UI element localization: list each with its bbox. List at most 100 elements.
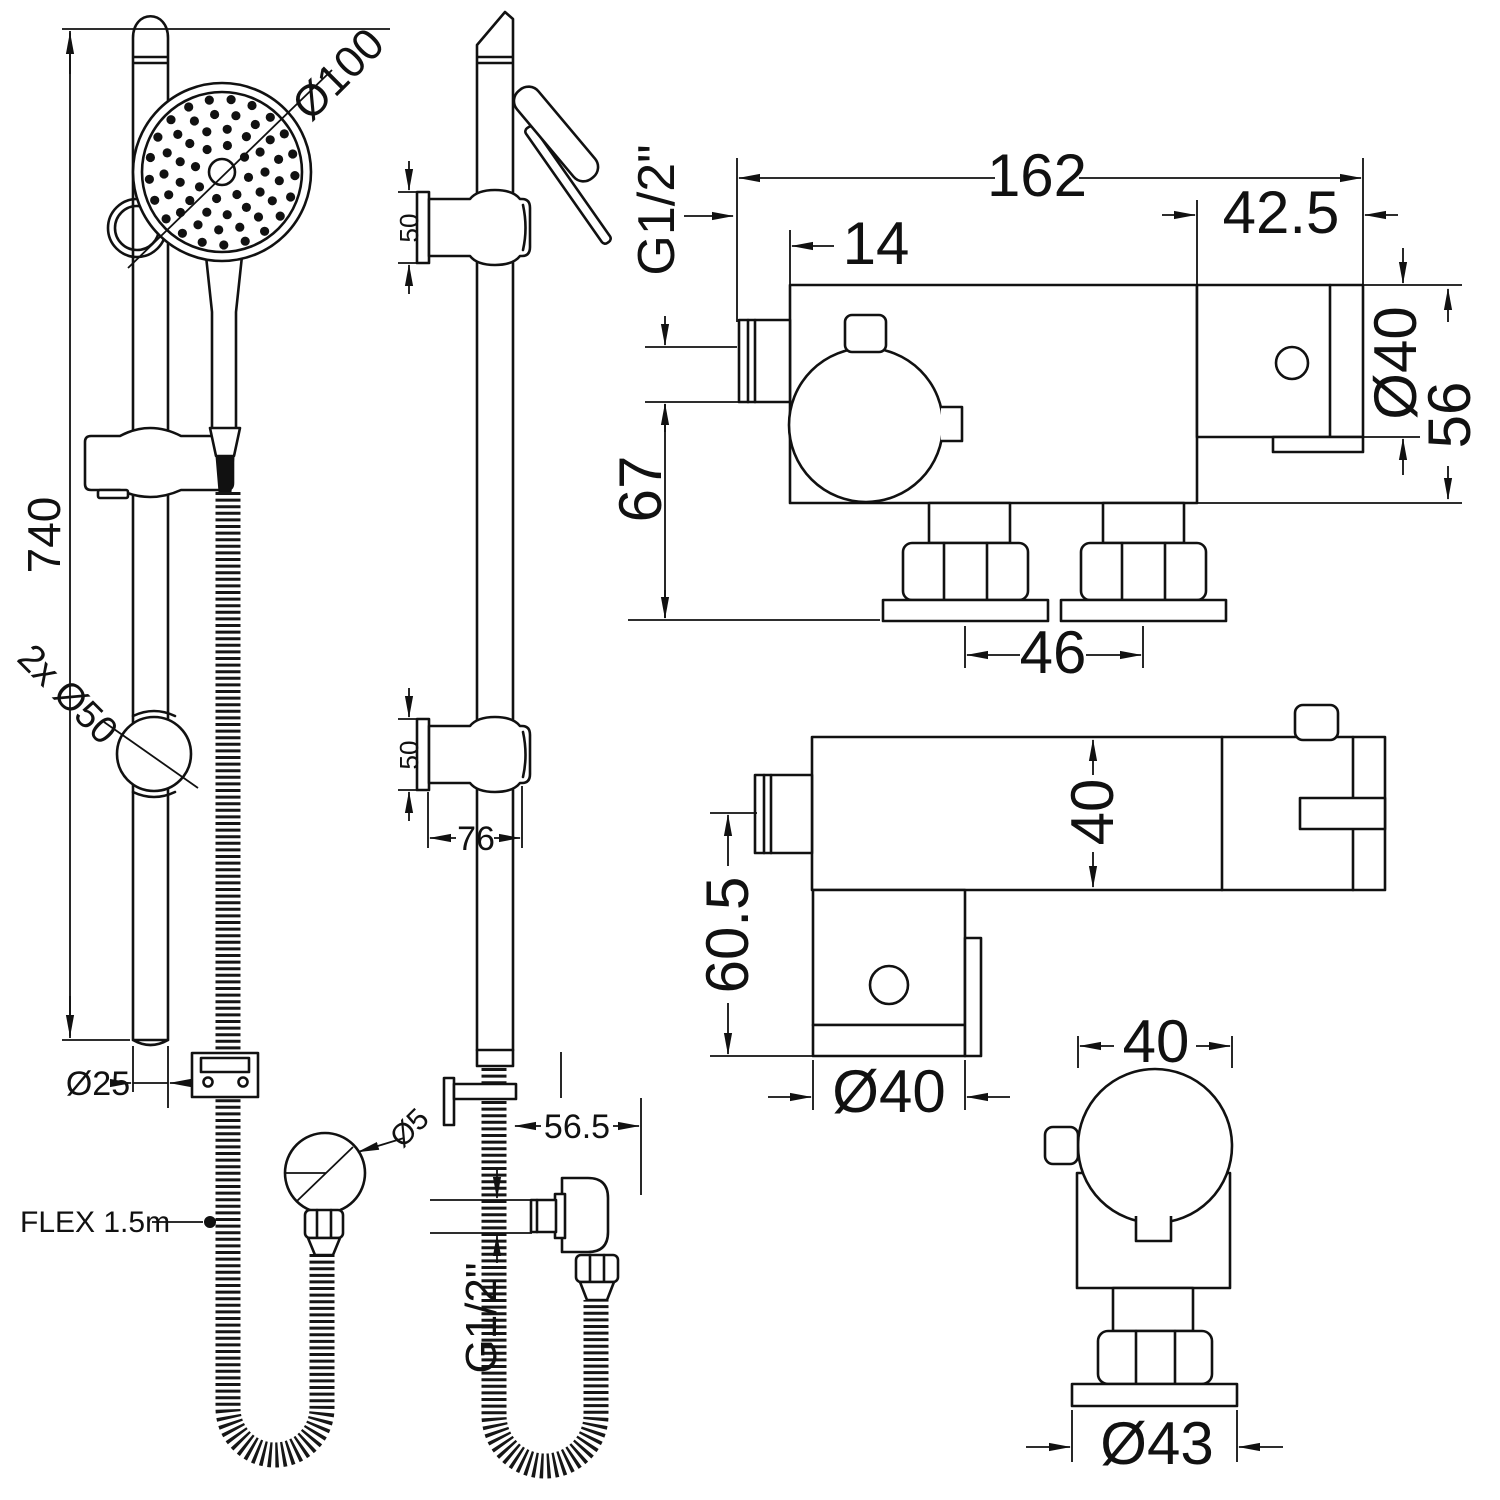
hose-cone: [578, 1280, 616, 1302]
svg-text:56.5: 56.5: [544, 1108, 610, 1146]
hose-cone: [306, 1236, 342, 1257]
outlet-connector: [737, 318, 792, 404]
dim-outlet-offset: 56.5: [514, 1052, 642, 1195]
handle-screw: [1274, 345, 1310, 381]
dim-knob-diameter: Ø40: [768, 1058, 1010, 1125]
handset-handle-side: [524, 125, 612, 245]
svg-text:FLEX 1.5m: FLEX 1.5m: [20, 1206, 170, 1239]
housing-ledge: [1271, 435, 1365, 454]
svg-text:Ø40: Ø40: [1362, 306, 1429, 419]
knob-tab-side: [1293, 703, 1340, 742]
dim-outlet-thread: G1/2": [628, 144, 741, 403]
handset-handle: [204, 254, 244, 432]
thermostat-knob: [787, 313, 964, 504]
flexible-hose: [215, 492, 335, 1468]
dim-bracket-top: 50: [394, 161, 429, 294]
dim-cartridge-length: 42.5: [1162, 179, 1398, 285]
base-plate: [1059, 598, 1228, 623]
valve-end-view: 40 Ø43: [1026, 1008, 1283, 1477]
dim-body-diameter: Ø40: [1197, 248, 1462, 504]
inlet-stem: [1111, 1286, 1195, 1333]
outlet-elbow-side: [529, 1176, 620, 1302]
svg-text:Ø40: Ø40: [832, 1058, 945, 1125]
knob-lower-block: [811, 888, 983, 1058]
svg-text:40: 40: [1123, 1008, 1190, 1075]
dim-rail-diameter: Ø25: [66, 1046, 192, 1108]
svg-text:Ø25: Ø25: [66, 1065, 130, 1103]
svg-text:162: 162: [987, 142, 1087, 209]
leader-dot: [204, 1216, 216, 1228]
svg-text:40: 40: [1059, 779, 1126, 846]
knob-screw: [868, 964, 910, 1006]
svg-text:42.5: 42.5: [1223, 179, 1340, 246]
knob-base-ring: [811, 1023, 967, 1058]
flexible-hose-side: [481, 1068, 609, 1479]
screw-hole: [202, 1076, 214, 1088]
hex-nut: [574, 1253, 620, 1284]
dim-body-depth: 40: [1059, 739, 1126, 888]
svg-text:740: 740: [18, 497, 70, 574]
handset-side: [512, 85, 612, 245]
svg-text:Ø5: Ø5: [384, 1102, 436, 1154]
dim-head-diameter: Ø100: [283, 19, 394, 130]
dim-body-height: 56: [1416, 288, 1483, 500]
svg-text:Ø100: Ø100: [283, 19, 394, 130]
slide-rail-side: [475, 10, 515, 1052]
hex-nut: [303, 1208, 345, 1240]
dim-rail-length: 740: [18, 28, 390, 1041]
side-view: 50 50 76 56.5 G1/2": [394, 10, 642, 1479]
svg-text:56: 56: [1416, 382, 1483, 449]
outlet-connector-side: [753, 773, 814, 855]
handset-head-side: [512, 85, 600, 183]
inlet-right: [1059, 501, 1228, 623]
cartridge-housing: [1195, 283, 1365, 439]
svg-text:50: 50: [394, 214, 424, 243]
hex-nut: [1096, 1329, 1214, 1386]
svg-text:67: 67: [607, 456, 674, 523]
svg-text:G1/2": G1/2": [457, 1262, 506, 1373]
holder-bracket-bottom: [415, 715, 532, 794]
front-view: 740 Ø100 2x Ø50 Ø25 FLEX 1.5m Ø5: [9, 14, 436, 1468]
svg-text:76: 76: [457, 820, 495, 858]
spray-nozzle-dots: [144, 95, 300, 250]
wall-bracket-side: [442, 1076, 518, 1127]
hose-cone-nut: [208, 426, 242, 493]
hex-nut: [1079, 541, 1208, 602]
dim-inlet-offset: 14: [789, 210, 910, 285]
base-plate: [1070, 1382, 1239, 1408]
valve-front-view: 162 14 42.5 G1/2" 67: [607, 142, 1483, 686]
wall-bracket: [190, 1051, 260, 1099]
dim-outlet-height: 67: [607, 403, 880, 621]
dim-outlet-thread: G1/2": [430, 1170, 532, 1374]
dim-flex-label: FLEX 1.5m: [20, 1206, 216, 1239]
dim-overall-depth: 60.5: [694, 812, 813, 1057]
base-plate: [881, 598, 1050, 623]
valve-body-side: [810, 735, 1387, 892]
dim-flange-diameter: Ø43: [1026, 1410, 1283, 1477]
dim-bracket-depth: 76: [427, 786, 523, 858]
holder-bracket-top: [415, 188, 532, 267]
knob-tab-end: [1043, 1125, 1080, 1166]
thread-stem: [529, 1198, 558, 1234]
slide-rail: [131, 14, 170, 1047]
svg-text:50: 50: [394, 741, 424, 770]
svg-text:2x Ø50: 2x Ø50: [9, 637, 125, 753]
diameter-line: [127, 69, 333, 269]
slider-block: [83, 426, 235, 500]
inlet-left: [881, 501, 1050, 623]
svg-text:Ø43: Ø43: [1100, 1410, 1213, 1477]
dim-bracket-bottom: 50: [394, 688, 429, 821]
knob-notch-end: [1134, 1216, 1173, 1243]
valve-side-view: 40 60.5 Ø40: [694, 703, 1387, 1125]
side-step: [963, 936, 983, 1058]
hex-nut: [901, 541, 1030, 602]
dim-knob-depth: 40: [1077, 1008, 1233, 1075]
dim-glide-diameter: 2x Ø50: [9, 637, 125, 753]
svg-text:14: 14: [843, 210, 910, 277]
temp-handle: [1298, 796, 1387, 831]
knob-end: [1076, 1067, 1234, 1225]
screw-hole: [237, 1076, 249, 1088]
dim-outlet-diameter: Ø5: [357, 1102, 436, 1154]
